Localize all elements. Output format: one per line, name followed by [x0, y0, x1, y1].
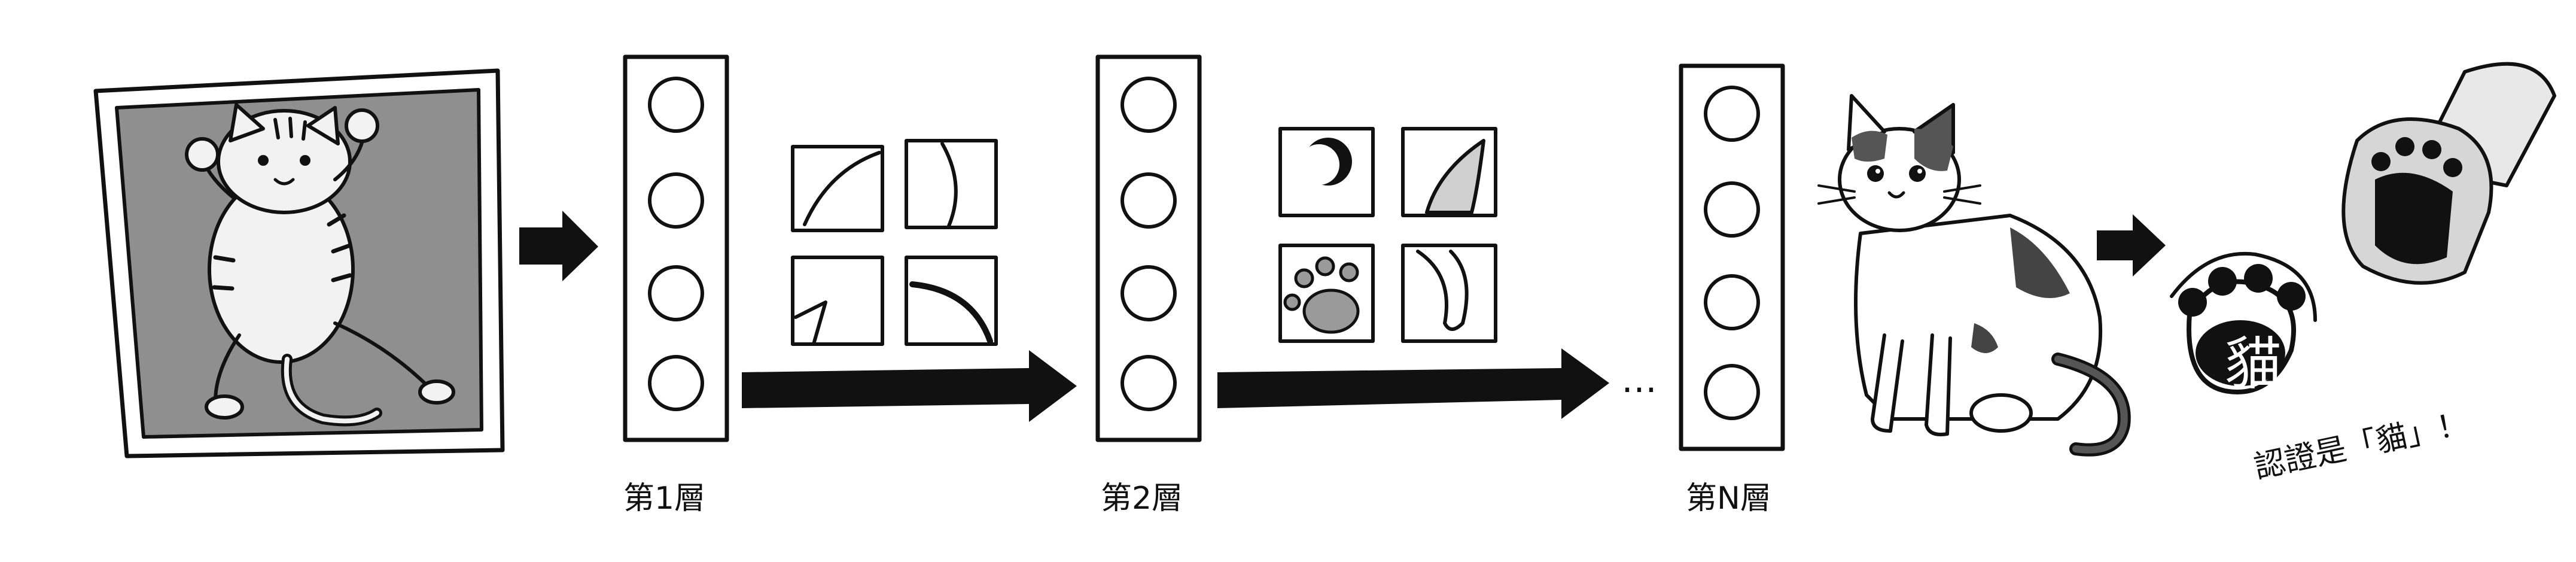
ear-feature-icon [1425, 139, 1485, 214]
arrow-2 [742, 350, 1077, 422]
paw-feature-icon [1283, 256, 1360, 334]
arrow-4 [2097, 214, 2166, 277]
paw-stamp-icon [2170, 62, 2556, 394]
arrow-1 [519, 211, 598, 281]
layer-1-column [623, 54, 729, 442]
sitting-calico-cat-icon [1817, 94, 2131, 457]
layer-label-2: 第2層 [1101, 481, 1183, 517]
striped-cat-photo-icon [93, 68, 505, 458]
ellipsis: … [1621, 359, 1657, 401]
layer-1-edge-features [791, 139, 998, 346]
layer-2-part-features [1278, 127, 1497, 343]
stamp-text: 貓。 [2224, 330, 2339, 397]
layer-n-column [1679, 63, 1785, 451]
layer-2-column [1095, 54, 1202, 442]
layer-label-1: 第1層 [623, 481, 706, 517]
tail-feature-icon [1416, 250, 1469, 331]
layer-label-n: 第N層 [1686, 481, 1771, 517]
arrow-3 [1217, 348, 1609, 419]
